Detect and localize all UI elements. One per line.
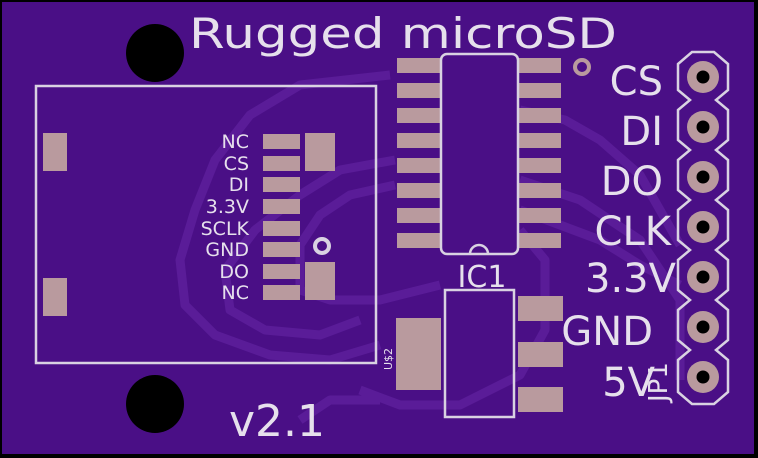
socket-shield-pad-top bbox=[43, 133, 67, 171]
socket-shield-pad-right-top bbox=[305, 133, 335, 171]
socket-pin-label: NC bbox=[222, 282, 249, 304]
socket-pad bbox=[263, 285, 300, 300]
header-pin-label: CS bbox=[610, 59, 663, 105]
mounting-hole-top bbox=[126, 24, 184, 82]
header-pin-label: CLK bbox=[595, 209, 673, 255]
board-version: v2.1 bbox=[229, 396, 325, 447]
ic1-pads-right bbox=[518, 58, 561, 248]
socket-pad bbox=[263, 134, 300, 149]
header-pin-labels: CS DI DO CLK 3.3V GND 5V bbox=[561, 59, 676, 406]
ic1-notch bbox=[468, 243, 490, 255]
header-pin-label: GND bbox=[561, 309, 653, 355]
socket-pin-label: NC bbox=[222, 131, 249, 153]
header-pin-label: DI bbox=[620, 109, 663, 155]
regulator-pad bbox=[518, 342, 563, 367]
regulator-label: U$2 bbox=[382, 348, 395, 370]
socket-pin-label: DO bbox=[219, 261, 249, 283]
card-socket-outline bbox=[34, 84, 378, 365]
socket-pin-label: 3.3V bbox=[206, 196, 249, 218]
card-socket-pads bbox=[263, 134, 300, 300]
header-pin-label: 5V bbox=[602, 360, 655, 406]
ic1-pads-left bbox=[397, 58, 440, 248]
socket-shield-pad-right-bottom bbox=[305, 262, 335, 300]
header-label: JP1 bbox=[644, 362, 674, 404]
regulator-pad bbox=[518, 296, 563, 321]
socket-pad bbox=[263, 221, 300, 236]
socket-pin-label: DI bbox=[229, 174, 249, 196]
socket-pad bbox=[263, 177, 300, 192]
header-pin-label: DO bbox=[601, 159, 663, 205]
regulator-pad bbox=[518, 387, 563, 412]
header-pins bbox=[687, 61, 719, 393]
header-outline bbox=[676, 50, 730, 406]
board-title: Rugged microSD bbox=[189, 9, 617, 58]
card-socket-pin-labels: NC CS DI 3.3V SCLK GND DO NC bbox=[201, 131, 250, 304]
socket-alignment-via bbox=[313, 237, 331, 255]
socket-pin-label: CS bbox=[224, 153, 249, 175]
socket-pin-label: GND bbox=[205, 239, 249, 261]
socket-pad bbox=[263, 264, 300, 279]
regulator-outline bbox=[443, 288, 516, 419]
header-pin-label: 3.3V bbox=[585, 256, 677, 302]
ic1-pin1-dot bbox=[573, 58, 591, 76]
socket-pad bbox=[263, 242, 300, 257]
socket-pin-label: SCLK bbox=[201, 218, 250, 240]
ic1-outline bbox=[439, 52, 520, 256]
mounting-hole-bottom bbox=[126, 375, 184, 433]
socket-pad bbox=[263, 156, 300, 171]
regulator-tab-pad bbox=[396, 318, 441, 390]
socket-pad bbox=[263, 199, 300, 214]
socket-shield-pad-bottom bbox=[43, 278, 67, 316]
